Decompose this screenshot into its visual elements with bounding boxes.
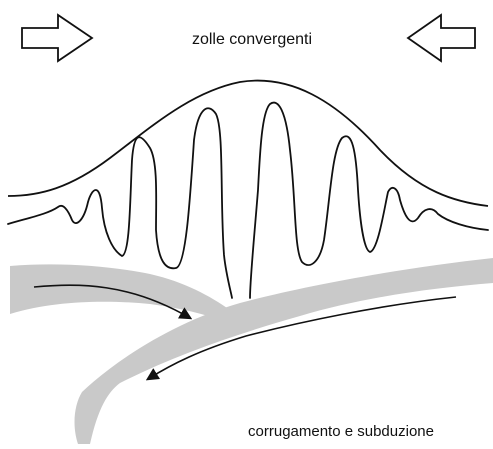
subducting-plate: [10, 264, 230, 322]
mountain-profile: [7, 79, 489, 207]
subduction-arrow-left: [33, 284, 193, 320]
top-label: zolle convergenti: [192, 31, 312, 48]
overriding-plate: [74, 258, 493, 444]
bottom-label: corrugamento e subduzione: [248, 423, 434, 440]
folded-strata: [7, 101, 489, 299]
right-pointing-hollow-arrow-icon: [21, 13, 94, 63]
left-pointing-hollow-arrow-icon: [406, 13, 476, 63]
subduction-arrow-right: [145, 296, 457, 381]
